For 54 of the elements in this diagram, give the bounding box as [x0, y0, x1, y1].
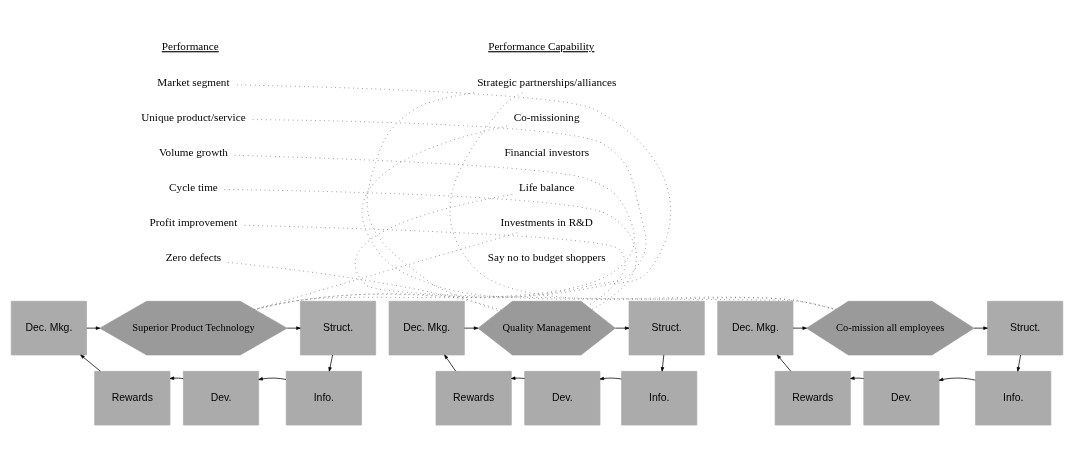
arrow — [464, 326, 479, 330]
arrow — [169, 376, 184, 380]
arrow — [973, 326, 988, 330]
node-text: Co-missioning — [513, 110, 580, 123]
node-box: Rewards — [774, 371, 851, 426]
node-text: Investments in R&D — [500, 216, 593, 229]
label: Performance Capability — [488, 40, 595, 53]
arrow — [86, 326, 101, 330]
arrow — [660, 354, 665, 372]
node-box: Dev. — [524, 371, 601, 426]
label: Performance — [161, 40, 219, 53]
node-box: Dec. Mkg. — [717, 300, 794, 356]
node-text: Strategic partnerships/alliances — [477, 75, 617, 88]
connector — [244, 224, 626, 307]
node-text: Life balance — [518, 181, 575, 194]
arrow — [938, 377, 976, 382]
node-text: Financial investors — [504, 145, 589, 158]
arrow — [80, 354, 101, 372]
arrow — [599, 376, 622, 381]
node-text: Profit improvement — [149, 216, 238, 229]
arrow — [444, 354, 457, 372]
node-box: Dec. Mkg. — [388, 300, 465, 356]
node-box: Struct. — [300, 300, 377, 356]
arrow — [792, 326, 807, 330]
node-box: Info. — [621, 371, 698, 426]
node-box: Dev. — [863, 371, 940, 426]
node-box: Rewards — [94, 371, 171, 426]
arrow — [328, 354, 333, 372]
connector — [252, 119, 647, 310]
connector — [362, 125, 836, 310]
connector — [254, 232, 518, 310]
arrow — [776, 354, 792, 372]
arrow — [286, 326, 301, 330]
connector — [236, 84, 671, 310]
node-box: Info. — [285, 371, 362, 426]
node-text: Say no to budget shoppers — [487, 251, 606, 264]
node-box: Dev. — [183, 371, 260, 426]
node-box: Struct. — [628, 300, 705, 356]
arrow — [614, 326, 630, 330]
node-text: Unique product/service — [141, 110, 246, 123]
node-box: Info. — [975, 371, 1052, 426]
node-box: Dec. Mkg. — [10, 300, 87, 356]
node-text: Zero defects — [165, 251, 222, 264]
connector — [234, 154, 635, 311]
node-box: Rewards — [435, 371, 512, 426]
node-text: Volume growth — [158, 145, 228, 158]
connector — [227, 262, 502, 311]
node-box: Struct. — [987, 300, 1064, 356]
arrow — [258, 377, 287, 381]
arrow — [511, 376, 525, 380]
arrow — [850, 376, 864, 380]
node-text: Market segment — [157, 75, 230, 88]
node-text: Cycle time — [169, 181, 218, 194]
arrow — [1016, 354, 1021, 372]
